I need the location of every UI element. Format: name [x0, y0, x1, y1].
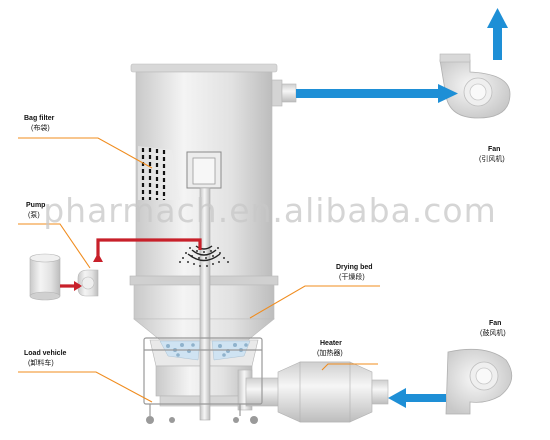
spray-column [179, 151, 229, 421]
air-flow-arrows [296, 8, 508, 408]
granule-dots [166, 343, 248, 357]
intake-air-arrowhead [388, 388, 406, 408]
label-fan-exhaust: Fan (引风机) [479, 146, 505, 163]
label-drying-bed: Drying bed (干燥段) [336, 264, 373, 281]
label-fan-blower: Fan (鼓风机) [480, 320, 506, 337]
leader-drying-bed [249, 285, 380, 319]
leader-load-vehicle [18, 371, 153, 403]
blower-fan [445, 348, 513, 415]
heater-label-en: Heater [320, 340, 342, 347]
exhaust-fan [439, 53, 511, 119]
heater-unit [277, 361, 389, 423]
pump-label-en: Pump [26, 202, 45, 209]
fan-blower-label-en: Fan [489, 320, 501, 327]
tower-top-cap [130, 63, 278, 73]
intake-air-line [404, 394, 446, 402]
fan-outlet-arrowhead [487, 8, 508, 28]
bag-filter-label-zh: (布袋) [31, 123, 50, 132]
cart-wheels [146, 416, 258, 424]
spray-nozzle-marks [179, 247, 229, 267]
load-vehicle-cart [143, 337, 263, 416]
fan-exhaust-label-en: Fan [488, 146, 500, 153]
bag-filter-element [138, 146, 180, 200]
exhaust-air-line [296, 89, 438, 98]
leader-bag-filter [18, 137, 153, 169]
leader-pump [18, 223, 91, 269]
label-heater: Heater (加热器) [317, 340, 343, 357]
central-pipe [199, 187, 211, 421]
fan-blower-label-zh: (鼓风机) [480, 328, 506, 337]
liquid-tank [29, 253, 61, 301]
fan-exhaust-label-zh: (引风机) [479, 154, 505, 163]
leader-lines [18, 137, 380, 403]
load-vehicle-label-en: Load vehicle [24, 350, 67, 357]
label-bag-filter: Bag filter (布袋) [24, 115, 55, 132]
drying-bed-label-zh: (干燥段) [339, 272, 365, 281]
hot-air-inlet-duct [237, 369, 281, 411]
label-pump: Pump (泵) [26, 202, 45, 219]
bag-filter-label-en: Bag filter [24, 115, 55, 122]
fan-outlet-line [493, 26, 502, 60]
exhaust-air-arrowhead [438, 84, 458, 103]
liquid-arrow-up [93, 253, 103, 262]
load-vehicle-label-zh: (卸料车) [28, 358, 54, 367]
drying-bed-label-en: Drying bed [336, 264, 373, 271]
heater-label-zh: (加热器) [317, 348, 343, 357]
spray-arcs [187, 245, 221, 262]
leader-heater [321, 363, 378, 371]
pump-label-zh: (泵) [28, 211, 40, 219]
exhaust-duct [271, 79, 297, 107]
label-load-vehicle: Load vehicle (卸料车) [24, 350, 67, 367]
liquid-arrow-in [74, 281, 82, 291]
pump-body [77, 269, 99, 297]
watermark-text: pharmach.en.alibaba.com [43, 191, 497, 230]
